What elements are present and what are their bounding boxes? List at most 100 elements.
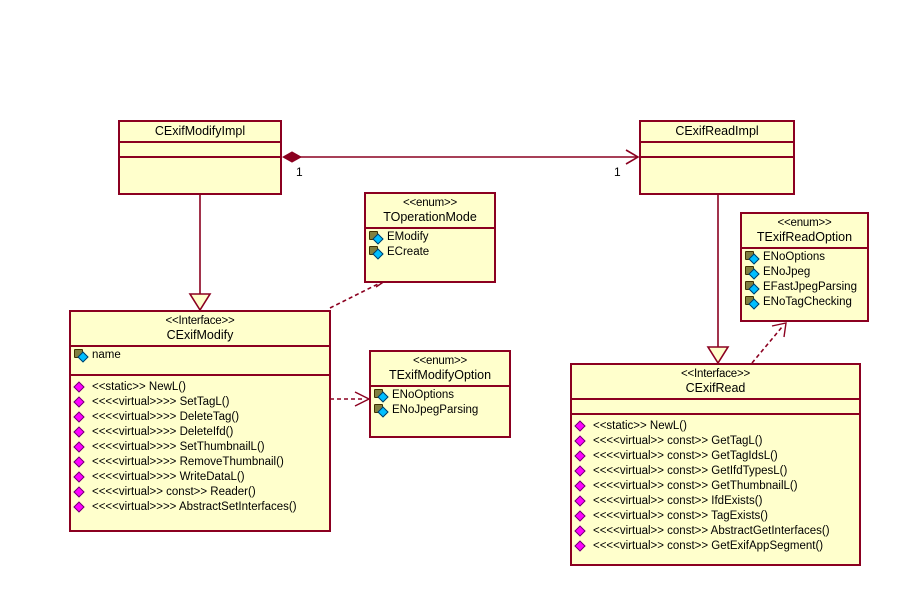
operation-row: <<<<virtual>> const>> GetThumbnailL() — [572, 479, 859, 494]
operation-label: <<<<virtual>> const>> AbstractGetInterfa… — [593, 525, 830, 537]
enum-literal-label: EFastJpegParsing — [763, 281, 857, 293]
attributes-compartment: EModify ECreate — [366, 229, 494, 262]
operation-label: <<<<virtual>>>> AbstractSetInterfaces() — [92, 501, 297, 513]
operation-row: <<<<virtual>>>> RemoveThumbnail() — [71, 455, 329, 470]
class-box-cexifmodify[interactable]: <<Interface>> CExifModify name <<static>… — [69, 310, 331, 532]
operation-label: <<static>> NewL() — [92, 381, 186, 393]
operation-row: <<static>> NewL() — [572, 419, 859, 434]
enum-literal: ENoTagChecking — [742, 295, 867, 310]
operation-label: <<<<virtual>> const>> Reader() — [92, 486, 256, 498]
operation-row: <<<<virtual>>>> AbstractSetInterfaces() — [71, 500, 329, 515]
compartment-divider — [572, 413, 859, 415]
class-stereotype: <<enum>> — [402, 197, 458, 209]
operation-diamond-icon — [575, 525, 590, 538]
class-box-texifreadoption[interactable]: <<enum>> TExifReadOption ENoOptions ENoJ… — [740, 212, 869, 322]
edge-dependency-modify-modifyoption — [330, 391, 371, 407]
class-stereotype: <<Interface>> — [165, 315, 235, 327]
attribute-row: name — [71, 348, 329, 363]
operation-diamond-icon — [575, 510, 590, 523]
operation-row: <<<<virtual>>>> SetTagL() — [71, 395, 329, 410]
enum-literal: ENoOptions — [742, 250, 867, 265]
attribute-lock-icon — [745, 296, 760, 309]
operation-row: <<<<virtual>> const>> GetIfdTypesL() — [572, 464, 859, 479]
operation-row: <<<<virtual>> const>> AbstractGetInterfa… — [572, 524, 859, 539]
class-name: TExifReadOption — [756, 230, 853, 244]
operation-diamond-icon — [74, 381, 89, 394]
operation-label: <<<<virtual>> const>> GetIfdTypesL() — [593, 465, 788, 477]
operations-compartment: <<static>> NewL() <<<<virtual>>>> SetTag… — [71, 376, 329, 517]
attributes-compartment: name — [71, 347, 329, 374]
attribute-lock-icon — [369, 246, 384, 259]
enum-literal: ECreate — [366, 245, 494, 260]
operation-label: <<<<virtual>> const>> TagExists() — [593, 510, 768, 522]
class-name: TOperationMode — [383, 210, 477, 224]
operation-label: <<<<virtual>>>> RemoveThumbnail() — [92, 456, 284, 468]
operation-diamond-icon — [74, 471, 89, 484]
compartment-divider — [572, 398, 859, 400]
operation-diamond-icon — [74, 426, 89, 439]
attributes-compartment — [120, 143, 280, 156]
attributes-compartment — [641, 143, 793, 156]
class-name: CExifModify — [166, 328, 234, 342]
class-box-cexifmodifyimpl[interactable]: CExifModifyImpl — [118, 120, 282, 195]
class-header-cexifmodifyimpl: CExifModifyImpl — [120, 122, 280, 141]
operation-row: <<<<virtual>> const>> TagExists() — [572, 509, 859, 524]
class-header-cexifmodify: <<Interface>> CExifModify — [71, 312, 329, 345]
multiplicity-source: 1 — [296, 165, 303, 179]
enum-literal-label: ECreate — [387, 246, 430, 258]
operation-diamond-icon — [575, 540, 590, 553]
class-name: TExifModifyOption — [388, 368, 492, 382]
compartment-divider — [120, 141, 280, 143]
enum-literal: ENoJpeg — [742, 265, 867, 280]
attributes-compartment — [572, 400, 859, 413]
edge-generalization-readimpl-read — [706, 195, 730, 365]
operation-label: <<<<virtual>>>> DeleteTag() — [92, 411, 240, 423]
operation-diamond-icon — [74, 411, 89, 424]
operation-label: <<<<virtual>>>> SetThumbnailL() — [92, 441, 265, 453]
class-stereotype: <<Interface>> — [680, 368, 750, 380]
operation-row: <<<<virtual>>>> DeleteIfd() — [71, 425, 329, 440]
operation-label: <<<<virtual>> const>> IfdExists() — [593, 495, 763, 507]
attributes-compartment: ENoOptions ENoJpegParsing — [371, 387, 509, 420]
operation-diamond-icon — [575, 495, 590, 508]
attribute-lock-icon — [745, 266, 760, 279]
operation-label: <<<<virtual>> const>> GetTagIdsL() — [593, 450, 778, 462]
compartment-divider — [120, 156, 280, 158]
class-box-cexifread[interactable]: <<Interface>> CExifRead <<static>> NewL(… — [570, 363, 861, 566]
compartment-divider — [641, 141, 793, 143]
attribute-lock-icon — [745, 281, 760, 294]
attributes-compartment: ENoOptions ENoJpeg EFastJpegParsing ENoT… — [742, 249, 867, 312]
operation-label: <<<<virtual>> const>> GetTagL() — [593, 435, 763, 447]
operation-diamond-icon — [74, 441, 89, 454]
class-header-texifmodifyoption: <<enum>> TExifModifyOption — [371, 352, 509, 385]
operation-row: <<<<virtual>>>> DeleteTag() — [71, 410, 329, 425]
enum-literal: EFastJpegParsing — [742, 280, 867, 295]
class-box-texifmodifyoption[interactable]: <<enum>> TExifModifyOption ENoOptions EN… — [369, 350, 511, 438]
class-box-toperationmode[interactable]: <<enum>> TOperationMode EModify ECreate — [364, 192, 496, 283]
operation-diamond-icon — [575, 450, 590, 463]
class-header-cexifreadimpl: CExifReadImpl — [641, 122, 793, 141]
class-header-texifreadoption: <<enum>> TExifReadOption — [742, 214, 867, 247]
compartment-divider — [71, 374, 329, 376]
class-stereotype: <<enum>> — [412, 355, 468, 367]
enum-literal: EModify — [366, 230, 494, 245]
operation-row: <<<<virtual>> const>> Reader() — [71, 485, 329, 500]
enum-literal-label: ENoJpegParsing — [392, 404, 479, 416]
compartment-divider — [742, 247, 867, 249]
operation-label: <<static>> NewL() — [593, 420, 687, 432]
class-header-cexifread: <<Interface>> CExifRead — [572, 365, 859, 398]
operation-diamond-icon — [74, 456, 89, 469]
operation-diamond-icon — [575, 465, 590, 478]
class-name: CExifRead — [685, 381, 746, 395]
enum-literal-label: ENoTagChecking — [763, 296, 852, 308]
operation-label: <<<<virtual>>>> WriteDataL() — [92, 471, 245, 483]
compartment-divider — [371, 385, 509, 387]
attribute-lock-icon — [369, 231, 384, 244]
edge-dependency-read-readoption — [751, 322, 787, 364]
operation-row: <<<<virtual>>>> SetThumbnailL() — [71, 440, 329, 455]
operation-diamond-icon — [74, 486, 89, 499]
operation-diamond-icon — [575, 420, 590, 433]
enum-literal-label: EModify — [387, 231, 429, 243]
class-box-cexifreadimpl[interactable]: CExifReadImpl — [639, 120, 795, 195]
attribute-label: name — [92, 349, 121, 361]
